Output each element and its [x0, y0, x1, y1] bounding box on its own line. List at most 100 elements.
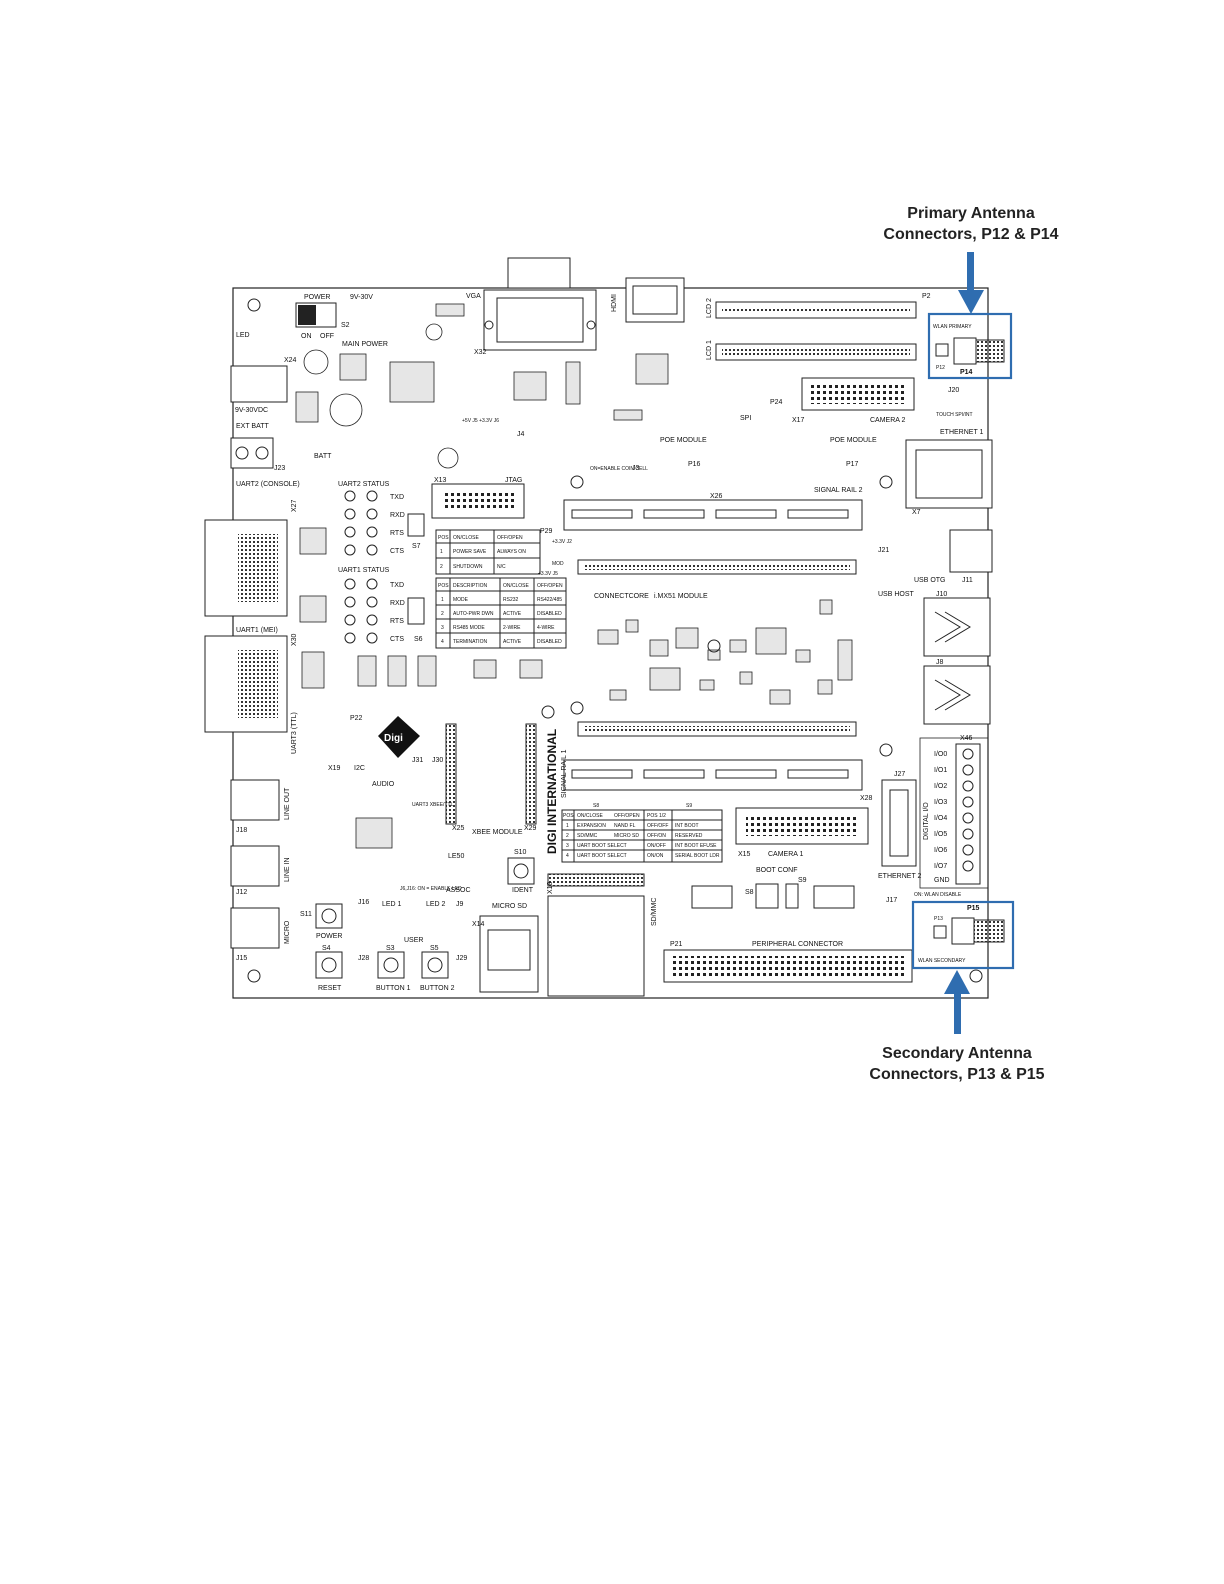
s6-r1c2: ACTIVE	[503, 611, 522, 617]
lbl-x27: X27	[291, 499, 298, 512]
lbl-lcd1: LCD 1	[706, 340, 713, 360]
lbl-s8: S8	[745, 889, 754, 896]
lbl-coin-cell: ON=ENABLE COIN CELL	[590, 466, 648, 472]
s7-h0: POS	[438, 535, 449, 541]
lbl-x17: X17	[792, 417, 805, 424]
x18-header	[547, 873, 645, 887]
lbl-reset: RESET	[318, 985, 342, 992]
lbl-s6: S6	[414, 636, 423, 643]
lbl-line-out: LINE OUT	[284, 787, 291, 820]
dip-switch-s8	[755, 883, 779, 909]
uart-status-leds	[344, 490, 378, 644]
ethernet1-shell	[915, 449, 983, 499]
lbl-x18: X18	[547, 881, 554, 894]
boot-r1c1: SD/MMC	[577, 833, 598, 839]
boot-r1c0: 2	[566, 833, 569, 839]
push-buttons	[315, 857, 535, 979]
boot-h0: POS	[563, 813, 574, 819]
mounting-holes	[247, 298, 983, 983]
dip-switch-s9	[785, 883, 799, 909]
lbl-p2: P2	[922, 293, 931, 300]
s6-r0c1: MODE	[453, 597, 469, 603]
lbl-cts-2: CTS	[390, 548, 404, 555]
lbl-button2: BUTTON 2	[420, 985, 455, 992]
s6-h1: DESCRIPTION	[453, 583, 488, 589]
lbl-io0: I/O0	[934, 751, 947, 758]
s7-h1: ON/CLOSE	[453, 535, 480, 541]
s6-h0: POS	[438, 583, 449, 589]
lbl-io5: I/O5	[934, 831, 947, 838]
vga-protrusion	[507, 257, 571, 289]
xbee-header-right	[525, 723, 537, 825]
lbl-s7: S7	[412, 543, 421, 550]
s6-r3c2: ACTIVE	[503, 639, 522, 645]
lbl-ext-batt: EXT BATT	[236, 423, 270, 430]
lbl-33v-j5: +3.3V J5	[538, 571, 558, 577]
usb-host-j8	[923, 665, 991, 725]
secondary-callout-line-2: Connectors, P13 & P15	[869, 1066, 1045, 1083]
s6-r0c2: RS232	[503, 597, 519, 603]
lbl-x29: X29	[524, 825, 537, 832]
lbl-usb-host: USB HOST	[878, 591, 915, 598]
xbee-header-left	[445, 723, 457, 825]
lbl-j8: J8	[936, 659, 944, 666]
s7-r1c2: N/C	[497, 564, 506, 570]
lbl-j10: J10	[936, 591, 947, 598]
lbl-9v-30vdc: 9V-30VDC	[235, 407, 268, 414]
lbl-led2: LED 2	[426, 901, 446, 908]
power-jack	[230, 365, 288, 403]
lbl-camera1: CAMERA 1	[768, 851, 804, 858]
uart2-pins	[238, 534, 278, 602]
lbl-j18: J18	[236, 827, 247, 834]
lbl-x28: X28	[860, 795, 873, 802]
lbl-x26: X26	[710, 493, 723, 500]
boot-r2c4: INT BOOT EFUSE	[675, 843, 717, 849]
lbl-wlan-disable: ON: WLAN DISABLE	[914, 892, 962, 898]
lbl-batt: BATT	[314, 453, 332, 460]
lbl-sdmmc: SD/MMC	[651, 898, 658, 926]
module-components	[597, 599, 853, 705]
lbl-mod: MOD	[552, 561, 564, 567]
lbl-ethernet2: ETHERNET 2	[878, 873, 922, 880]
s6-r2c3: 4-WIRE	[537, 625, 555, 631]
board-labels: POWER 9V-30V ON OFF S2 MAIN POWER VGA X3…	[235, 293, 984, 992]
lbl-ethernet1: ETHERNET 1	[940, 429, 984, 436]
lbl-x25: X25	[452, 825, 465, 832]
lbl-imx51: i.MX51 MODULE	[654, 593, 708, 600]
s6-r1c0: 2	[441, 611, 444, 617]
lcd1-pins	[722, 349, 910, 355]
boot-r2c3: ON/OFF	[647, 843, 666, 849]
lbl-33v-j2: +3.3V J2	[552, 539, 572, 545]
line-out-jack	[230, 779, 280, 821]
dip-switch-s7	[407, 513, 425, 537]
s6-r2c2: 2-WIRE	[503, 625, 521, 631]
lbl-power-btn: POWER	[316, 933, 342, 940]
lbl-s9: S9	[798, 877, 807, 884]
batt-screw-1	[235, 446, 249, 460]
lbl-on: ON	[301, 333, 312, 340]
p15-pigtail	[973, 919, 1005, 943]
lbl-x30: X30	[291, 633, 298, 646]
lbl-audio: AUDIO	[372, 781, 395, 788]
vga-screw-right	[586, 320, 596, 330]
lbl-j17: J17	[886, 897, 897, 904]
vga-screw-left	[484, 320, 494, 330]
hdmi-connector	[625, 277, 685, 323]
table-boot: S8 S9 POS ON/CLOSE OFF/OPEN POS 1/2 1 EX…	[561, 803, 723, 863]
lbl-io2: I/O2	[934, 783, 947, 790]
lbl-spi: SPI	[740, 415, 751, 422]
lbl-p17: P17	[846, 461, 859, 468]
lbl-rxd-2: RXD	[390, 512, 405, 519]
lbl-x14: X14	[472, 921, 485, 928]
boot-r1c4: RESERVED	[675, 833, 703, 839]
lbl-p14: P14	[960, 369, 973, 376]
s6-r0c0: 1	[441, 597, 444, 603]
primary-antenna-highlight	[927, 312, 1013, 380]
lbl-signal-rail1: SIGNAL RAIL 1	[561, 749, 568, 798]
s7-r1c0: 2	[440, 564, 443, 570]
lbl-s10: S10	[514, 849, 527, 856]
s6-r3c1: TERMINATION	[453, 639, 487, 645]
primary-arrow	[958, 252, 984, 314]
secondary-antenna-callout: Secondary Antenna Connectors, P13 & P15	[852, 1043, 1062, 1085]
